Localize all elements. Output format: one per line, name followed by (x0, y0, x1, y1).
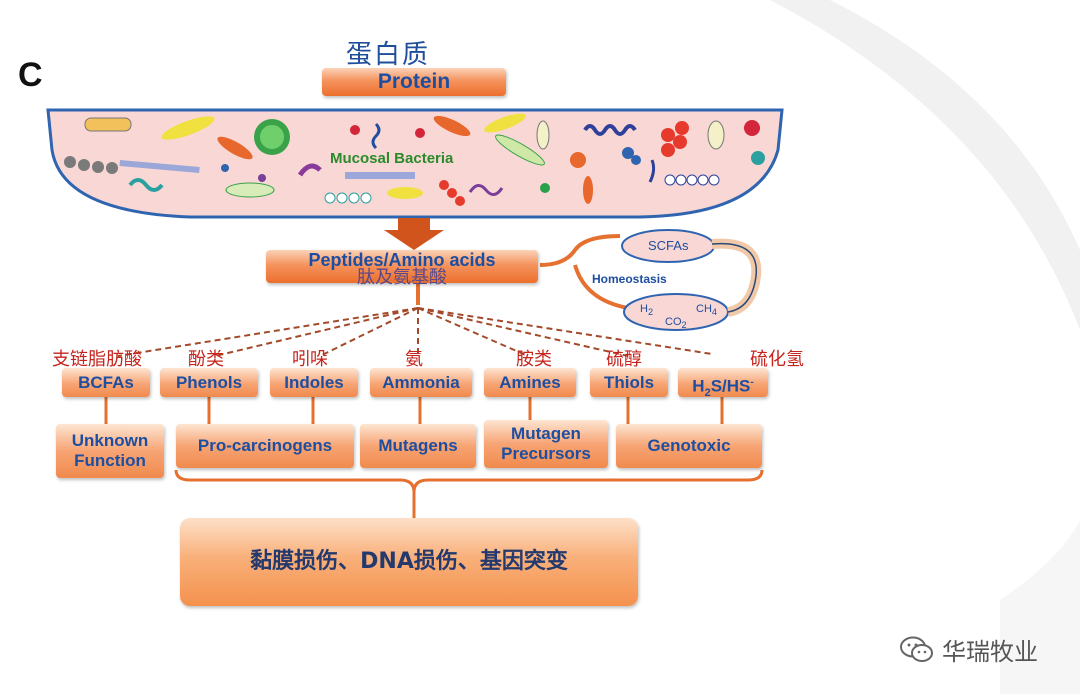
category-bcfas: BCFAs (62, 368, 150, 397)
watermark: 华瑞牧业 (900, 632, 1038, 667)
effect-precursors-line1: Mutagen (511, 424, 581, 443)
category-cn-h2s: 硫化氢 (750, 349, 804, 370)
dashed-arrows (117, 307, 713, 357)
peptides-chinese-label: 肽及氨基酸 (357, 267, 447, 288)
category-amines: Amines (484, 368, 576, 397)
protein-box: Protein (322, 68, 506, 96)
category-phenols: Phenols (160, 368, 258, 397)
down-arrow (384, 218, 444, 250)
category-ammonia: Ammonia (370, 368, 472, 397)
co2-label: CO2 (665, 316, 687, 331)
outcome-box: 黏膜损伤、DNA损伤、基因突变 (180, 518, 638, 606)
effect-unknown-line1: Unknown (71, 431, 149, 450)
category-cn-indoles: 吲哚 (292, 349, 328, 370)
peptides-box: Peptides/Amino acids 肽及氨基酸 (266, 250, 538, 287)
category-cn-thiols: 硫醇 (606, 349, 642, 370)
category-cn-phenols: 酚类 (188, 349, 224, 370)
effect-genotoxic: Genotoxic (616, 424, 762, 468)
effect-unknown-line2: Function (74, 451, 146, 470)
category-cn-bcfas: 支链脂肪酸 (52, 349, 142, 370)
effect-pro-carcinogens: Pro-carcinogens (176, 424, 354, 468)
effect-precursors-line2: Precursors (501, 444, 591, 463)
effect-mutagens: Mutagens (360, 424, 476, 468)
scfas-label: SCFAs (648, 238, 689, 253)
ch4-label: CH4 (696, 303, 717, 318)
category-thiols: Thiols (590, 368, 668, 397)
mucosal-bacteria-label: Mucosal Bacteria (330, 150, 454, 167)
protein-chinese-label: 蛋白质 (346, 40, 431, 70)
homeostasis-bracket (539, 234, 629, 310)
category-cn-ammonia: 氨 (405, 349, 423, 370)
bacteria-shapes (64, 113, 765, 206)
effect-unknown-function: Unknown Function (56, 424, 164, 478)
peptides-label: Peptides/Amino acids (308, 250, 496, 270)
watermark-text: 华瑞牧业 (942, 638, 1038, 666)
homeostasis-label: Homeostasis (592, 272, 667, 286)
wechat-icon (900, 636, 933, 662)
effect-mutagen-precursors: Mutagen Precursors (484, 420, 608, 468)
category-cn-amines: 胺类 (516, 349, 552, 370)
category-h2s: H2S/HS- (678, 368, 768, 399)
h2-label: H2 (640, 303, 654, 318)
panel-letter: C (18, 56, 43, 94)
category-indoles: Indoles (270, 368, 358, 397)
